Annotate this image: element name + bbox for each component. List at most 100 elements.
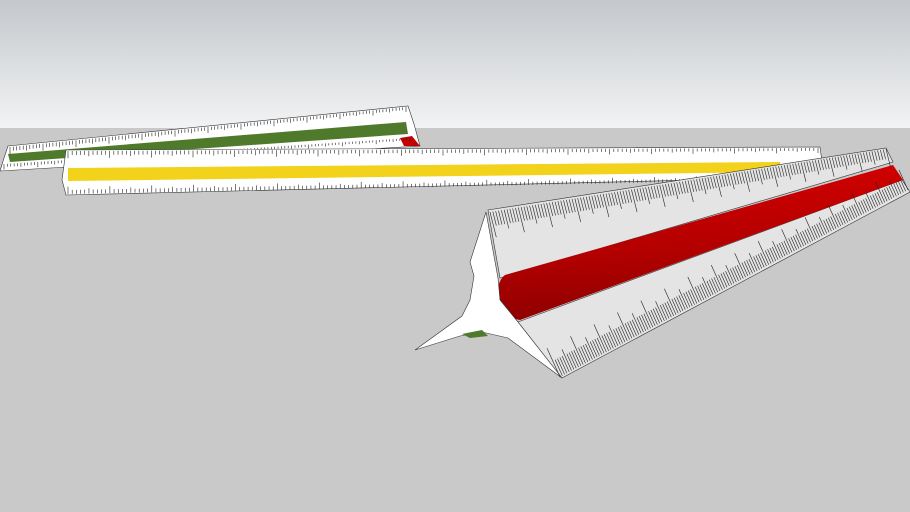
tick-mark (503, 209, 510, 229)
tick-mark (783, 240, 790, 254)
tick-mark (818, 222, 825, 236)
tick-mark (537, 204, 542, 218)
tick-mark (749, 170, 754, 182)
tick-mark (653, 185, 658, 199)
tick-mark (871, 151, 876, 165)
tick-mark (696, 179, 700, 192)
tick-mark (727, 174, 731, 186)
tick-mark (629, 320, 637, 336)
tick-mark (725, 270, 732, 285)
tick-mark (817, 159, 822, 171)
tick-mark (665, 184, 669, 197)
tick-mark (806, 161, 810, 173)
tick-mark (783, 165, 788, 177)
tick-mark (568, 199, 573, 213)
tick-mark (804, 217, 816, 240)
tick-mark (874, 150, 878, 161)
tick-mark (571, 198, 576, 213)
tick-mark (788, 238, 795, 252)
tick-mark (830, 216, 837, 229)
tick-mark (730, 173, 735, 190)
tick-mark (694, 286, 702, 302)
tick-mark (640, 300, 654, 328)
tick-mark (602, 193, 610, 218)
tick-mark (880, 149, 884, 160)
tick-mark (582, 345, 591, 361)
tick-mark (840, 156, 844, 167)
tick-mark (592, 340, 600, 356)
tick-mark (608, 331, 616, 348)
tick-mark (736, 264, 744, 279)
tick-mark (795, 234, 802, 248)
tick-mark (631, 189, 638, 213)
tick-mark (648, 186, 652, 200)
tick-mark (729, 268, 737, 283)
tick-mark (639, 188, 644, 201)
tick-mark (570, 336, 584, 365)
tick-mark (813, 224, 821, 238)
tick-mark (875, 181, 886, 203)
tick-mark (872, 194, 879, 207)
tick-mark (643, 313, 651, 329)
tick-mark (837, 156, 841, 168)
tick-mark (799, 232, 807, 245)
tick-mark (676, 296, 684, 312)
tick-mark (898, 181, 904, 193)
tick-mark (718, 175, 723, 188)
tick-mark (828, 205, 839, 228)
tick-mark (614, 192, 618, 205)
tick-mark (509, 208, 514, 223)
tick-mark (606, 332, 614, 349)
tick-mark (772, 166, 779, 187)
tick-mark (670, 183, 675, 196)
tick-mark (617, 326, 626, 343)
tick-mark (622, 190, 627, 204)
tick-mark (851, 193, 862, 216)
tick-mark (506, 209, 511, 224)
tick-mark (848, 206, 855, 219)
tick-mark (631, 313, 642, 334)
tick-mark (608, 325, 619, 346)
tick-mark (798, 162, 802, 174)
tick-mark (701, 283, 709, 298)
tick-mark (515, 207, 520, 222)
tick-mark (687, 276, 700, 303)
tick-mark (898, 169, 909, 191)
tick-mark (735, 172, 740, 185)
tick-mark (495, 211, 500, 226)
tick-mark (806, 228, 814, 242)
tick-mark (664, 302, 672, 318)
tick-mark (753, 256, 760, 270)
tick-mark (747, 170, 751, 183)
tick-mark (591, 195, 596, 209)
tick-mark (560, 200, 566, 219)
tick-mark (795, 228, 804, 247)
tick-mark (667, 183, 672, 196)
tick-mark (557, 358, 565, 375)
tick-mark (820, 159, 824, 170)
tick-mark (720, 273, 728, 288)
tick-mark (617, 312, 630, 340)
tick-mark (687, 290, 695, 305)
tick-mark (715, 175, 722, 197)
tick-mark (699, 284, 707, 299)
tick-mark (795, 163, 799, 175)
tick-mark (826, 158, 830, 169)
tick-mark (608, 193, 613, 206)
tick-mark (804, 229, 811, 243)
tick-mark (619, 191, 624, 204)
tick-mark (823, 158, 827, 170)
tick-mark (842, 204, 851, 222)
tick-mark (764, 250, 772, 264)
tick-mark (865, 198, 872, 211)
tick-mark (588, 196, 594, 214)
tick-mark (858, 201, 865, 214)
tick-mark (812, 160, 816, 172)
tick-mark (568, 352, 577, 369)
tick-mark (650, 186, 655, 199)
tick-mark (888, 185, 895, 198)
tick-mark (532, 205, 538, 224)
tick-mark (775, 166, 779, 178)
tick-mark (718, 274, 725, 289)
tick-mark (685, 291, 693, 307)
